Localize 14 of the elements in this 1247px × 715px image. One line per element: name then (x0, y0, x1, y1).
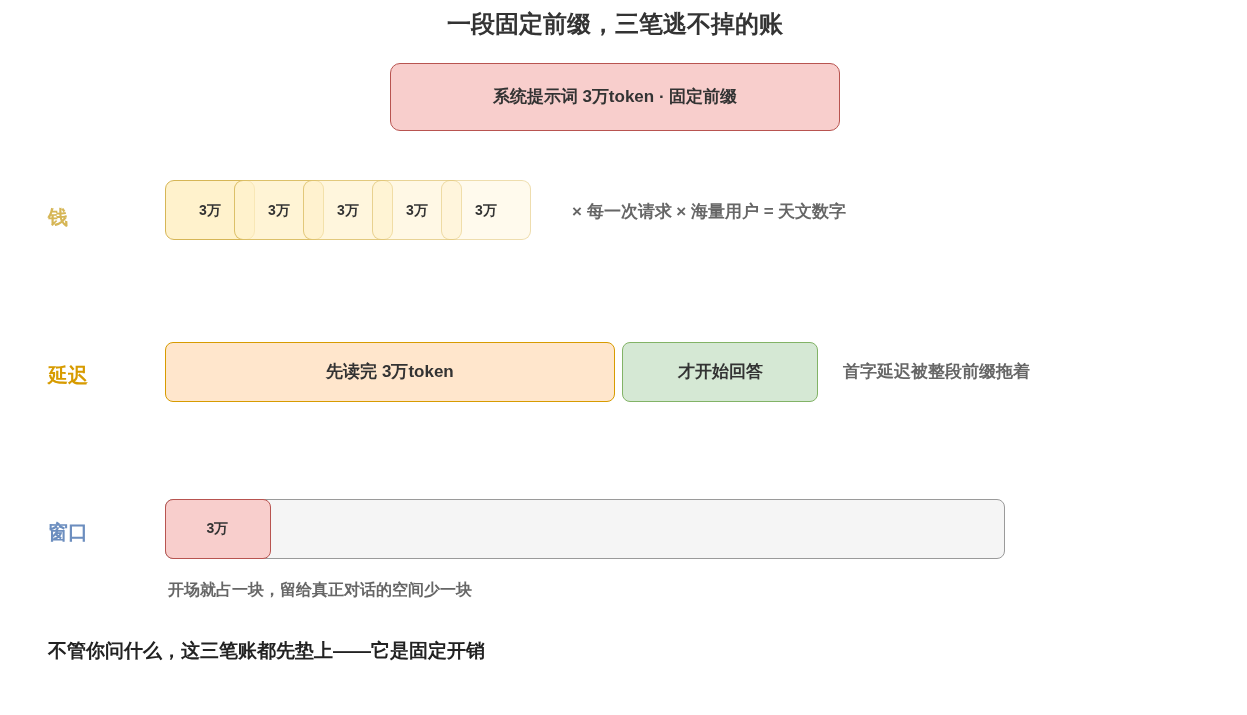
row-label: 钱 (48, 205, 68, 229)
annotation-text: 首字延迟被整段前缀拖着 (843, 362, 1030, 383)
token-block: 3万 (164, 498, 271, 559)
context-window-bar (165, 499, 1005, 559)
summary-text: 不管你问什么，这三笔账都先垫上——它是固定开销 (48, 640, 485, 663)
annotation-text: × 每一次请求 × 海量用户 = 天文数字 (572, 202, 847, 223)
row-label: 窗口 (48, 520, 88, 544)
read-phase-box: 先读完 3万token (165, 342, 615, 402)
answer-phase-box: 才开始回答 (622, 342, 818, 402)
prompt-box: 系统提示词 3万token · 固定前缀 (390, 63, 840, 131)
row-label: 延迟 (48, 363, 88, 387)
title-heading: 一段固定前缀，三笔逃不掉的账 (447, 10, 783, 39)
token-block: 3万 (441, 180, 531, 240)
caption-text: 开场就占一块，留给真正对话的空间少一块 (168, 580, 472, 600)
